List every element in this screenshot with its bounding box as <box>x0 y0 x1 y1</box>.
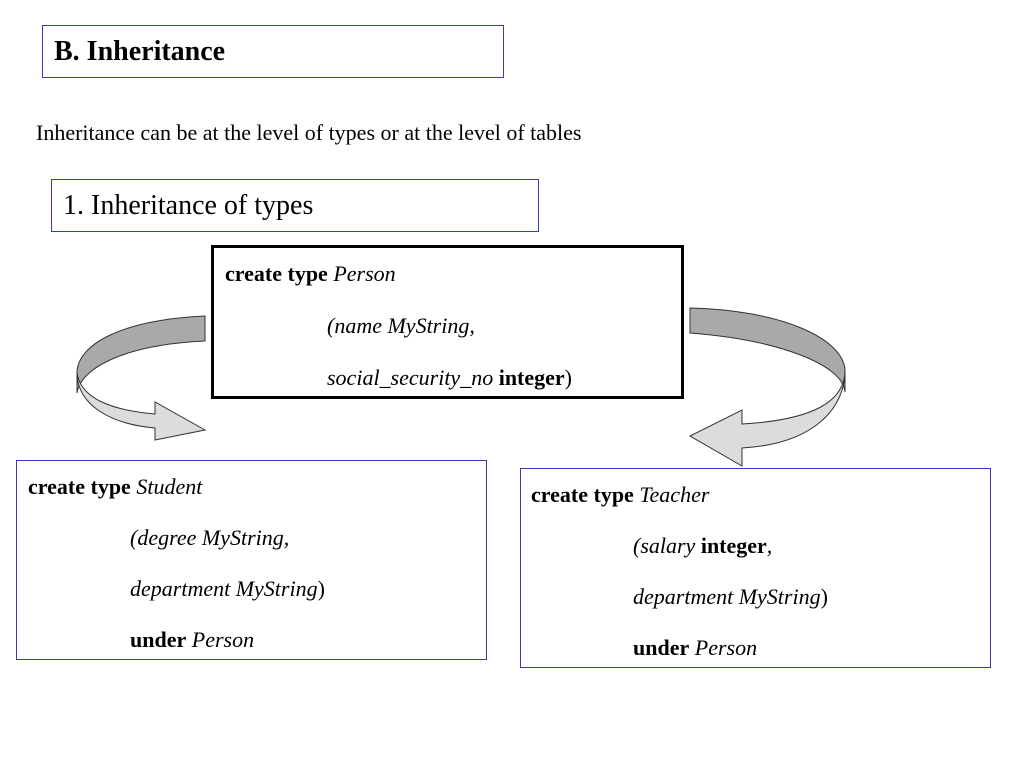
teacher-line-1: create type Teacher <box>531 469 990 520</box>
subsection-title: 1. Inheritance of types <box>51 179 539 232</box>
attribute-name: department MyString <box>130 576 318 601</box>
teacher-line-2: (salary integer, <box>531 520 990 571</box>
attribute-name: (degree MyString, <box>130 525 290 550</box>
person-line-2: (name MyString, <box>225 300 681 352</box>
student-line-3: department MyString) <box>28 563 486 614</box>
person-line-3: social_security_no integer) <box>225 352 681 404</box>
person-type-box: create type Person (name MyString, socia… <box>211 245 684 399</box>
type-name: Teacher <box>639 482 710 507</box>
close-paren: ) <box>317 576 325 601</box>
under-keyword: under <box>633 635 690 660</box>
parent-type-name: Person <box>191 627 255 652</box>
student-line-1: create type Student <box>28 461 486 512</box>
comma: , <box>766 533 773 558</box>
student-line-2: (degree MyString, <box>28 512 486 563</box>
close-paren: ) <box>564 365 572 390</box>
close-paren: ) <box>820 584 828 609</box>
section-title: B. Inheritance <box>42 25 504 78</box>
type-keyword: integer <box>498 365 565 390</box>
create-type-keyword: create type <box>28 474 131 499</box>
teacher-line-4: under Person <box>531 622 990 673</box>
right-curved-arrow-icon <box>688 307 846 467</box>
create-type-keyword: create type <box>531 482 634 507</box>
attribute-name: department MyString <box>633 584 821 609</box>
under-keyword: under <box>130 627 187 652</box>
person-line-1: create type Person <box>225 248 681 300</box>
left-curved-arrow-icon <box>76 315 207 441</box>
create-type-keyword: create type <box>225 261 328 286</box>
intro-text: Inheritance can be at the level of types… <box>36 120 582 145</box>
student-type-box: create type Student (degree MyString, de… <box>16 460 487 660</box>
type-name: Person <box>333 261 396 286</box>
type-name: Student <box>136 474 203 499</box>
type-keyword: integer <box>700 533 767 558</box>
attribute-name: (salary <box>633 533 696 558</box>
teacher-type-box: create type Teacher (salary integer, dep… <box>520 468 991 668</box>
student-line-4: under Person <box>28 614 486 665</box>
attribute-name: social_security_no <box>327 365 494 390</box>
parent-type-name: Person <box>694 635 758 660</box>
teacher-line-3: department MyString) <box>531 571 990 622</box>
attribute-name: (name MyString, <box>327 313 475 338</box>
